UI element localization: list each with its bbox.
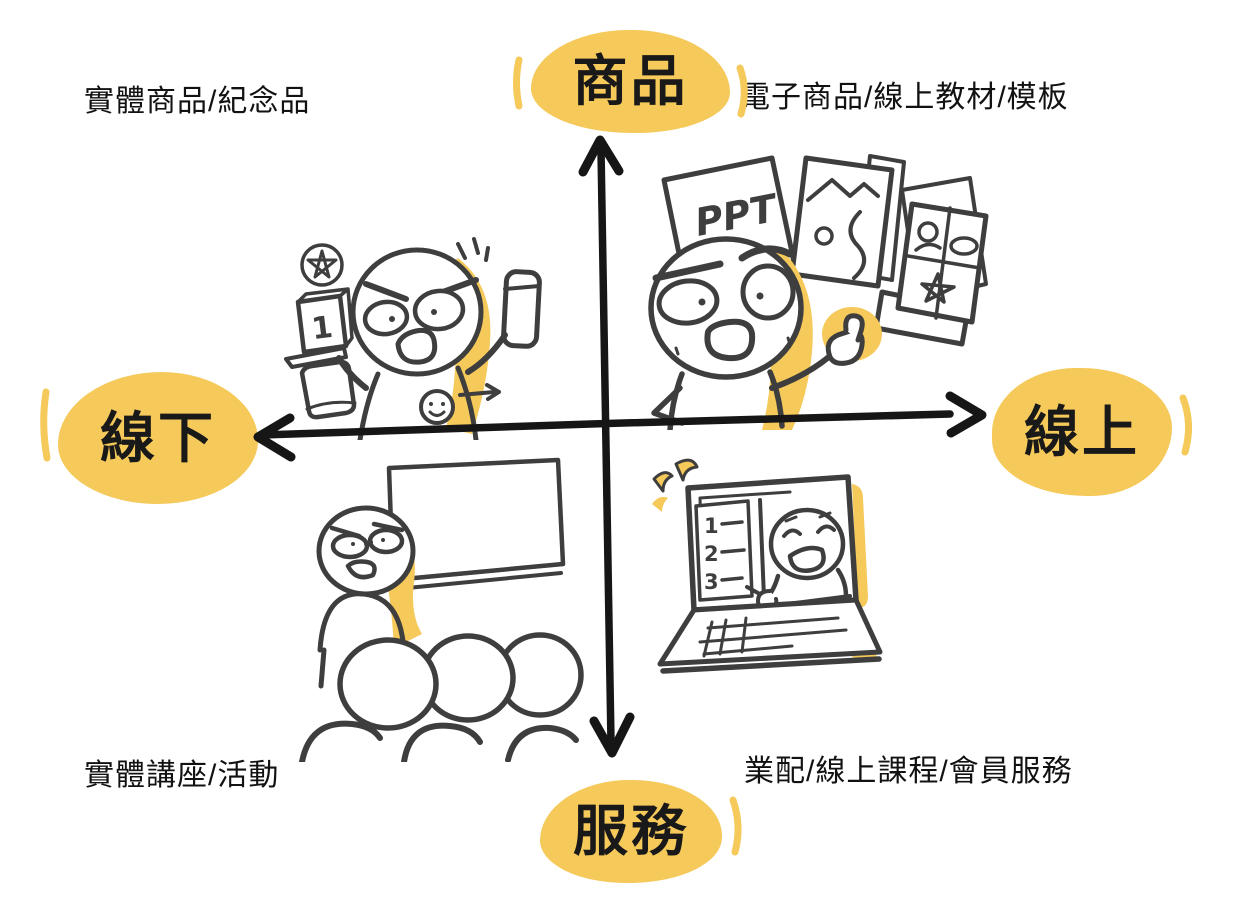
eyebrows [652,245,794,282]
arrow-right-icon [945,391,987,438]
shirt-smiley [419,389,455,425]
bottle [501,269,542,349]
brow-ticks [784,511,832,523]
screen-list-number-2: 2 [704,542,719,566]
right-eye [412,288,466,332]
axis-label-products-text: 商品 [572,50,689,112]
pupil [389,316,395,322]
sparkle-ticks [456,237,490,262]
illustration-physical-merch: 1 [284,237,542,440]
thumbs-up-fist [825,328,865,366]
book-with-number [295,287,354,355]
arrow-left-icon [253,413,296,462]
right-eye [740,263,796,321]
pupil [756,292,764,300]
caption-top-right: 電子商品/線上教材/模板 [740,81,1069,114]
axis-label-services-text: 服務 [572,800,689,862]
open-mouth [345,559,377,580]
highlight-accent-strokes [40,56,1192,856]
open-mouth [395,327,438,365]
laptop-base [657,597,883,674]
body-right [455,365,479,440]
star-badge-circle [300,243,344,287]
right-arm [465,332,508,375]
axis-line-vertical [597,146,615,746]
axis-label-offline-text: 線下 [99,406,216,469]
pupil [431,309,437,315]
axis-label-offline: 線下 [58,372,258,504]
small-right-arrow-icon [458,383,501,401]
axis-label-services: 服務 [540,780,722,883]
screen-list-number-1: 1 [704,514,719,538]
yellow-edge-shadow [852,484,868,608]
sparkle-icon [652,458,699,512]
palm-tray [284,346,348,369]
illustration-online-course-laptop: 1 2 3 [652,458,883,674]
axis-label-online: 線上 [992,368,1172,496]
illustration-digital-products: PPT [648,154,989,430]
left-eye [362,299,410,337]
keyboard-sketch [698,616,848,658]
left-eye [656,278,720,326]
axis-label-online-text: 線上 [1023,400,1140,463]
open-mouth [704,318,756,362]
happy-closed-eyes [782,524,836,538]
pointing-finger [745,585,760,595]
open-mouth [787,545,826,573]
left-arm [336,355,369,391]
thumb [843,313,865,343]
book-spine [305,400,357,411]
star-icon [306,249,338,279]
illustration-lecture [299,457,584,762]
picture-sheet [789,154,906,289]
screen-divider [758,498,766,600]
axis-label-products: 商品 [531,30,730,133]
list-dashes [720,520,746,582]
screen-list-number-3: 3 [704,570,719,594]
raised-arm [769,353,833,391]
pupil [698,298,706,306]
arrow-down-icon [589,712,635,758]
glasses [330,527,405,560]
template-cards [873,176,989,347]
pupil [381,538,385,542]
caption-bottom-right: 業配/線上課程/會員服務 [744,755,1073,788]
audience-heads [337,632,584,731]
presenter-body [317,591,407,657]
presenter-leg-left [318,647,327,689]
caption-top-left: 實體商品/紀念品 [84,85,311,118]
book-number-label: 1 [310,310,335,347]
arrow-up-icon [578,135,624,177]
pupil [351,542,355,546]
audience-shoulders [299,720,579,762]
caption-bottom-left: 實體講座/活動 [84,759,280,792]
cheek-ticks [674,336,792,356]
axis-line-horizontal [258,410,954,439]
